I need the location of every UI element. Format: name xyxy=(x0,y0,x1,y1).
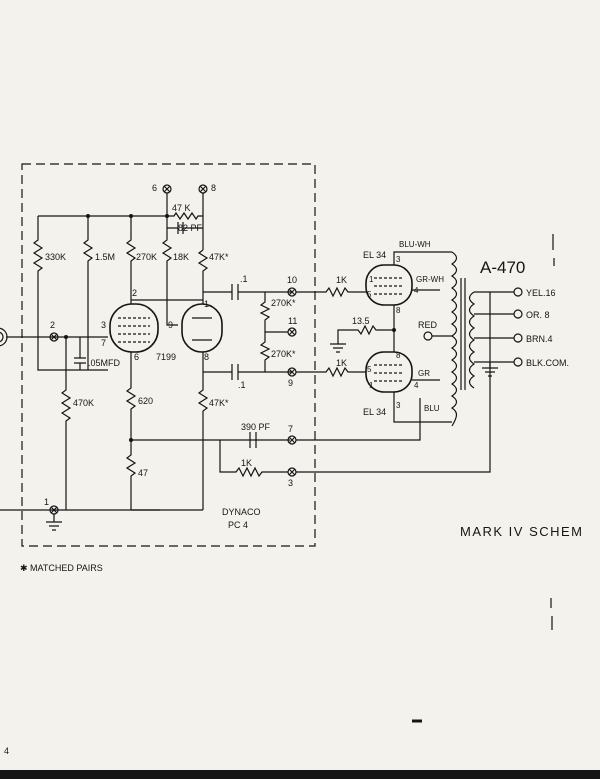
tube-pin-6: 6 xyxy=(134,352,139,362)
resistor-47k-star-bottom-label: 47K* xyxy=(209,398,229,408)
el34-top-pin-8: 8 xyxy=(396,306,401,315)
tube-pin-9: 9 xyxy=(168,320,173,330)
tube-7199-symbol xyxy=(109,303,223,353)
resistor-470k-label: 470K xyxy=(73,398,94,408)
resistor-1-5m-label: 1.5M xyxy=(95,252,115,262)
transformer-a470-label: A-470 xyxy=(480,258,525,277)
resistor-270k-star-bottom-label: 270K* xyxy=(271,349,296,359)
resistor-47k-top-label: 47 K xyxy=(172,203,191,213)
terminal-6 xyxy=(162,184,172,194)
wire-red-label: RED xyxy=(418,320,438,330)
terminal-6-label: 6 xyxy=(152,183,157,193)
wire-blu-label: BLU xyxy=(424,404,440,413)
resistor-47k-star-plate-label: 47K* xyxy=(209,252,229,262)
output-brn-label: BRN.4 xyxy=(526,334,553,344)
wire-blu-wh-label: BLU-WH xyxy=(399,240,431,249)
terminal-8-label: 8 xyxy=(211,183,216,193)
terminal-8 xyxy=(198,184,208,194)
terminal-11 xyxy=(287,327,297,337)
el34-top-label: EL 34 xyxy=(363,250,386,260)
el34-top-pin-1: 1 xyxy=(369,275,374,284)
terminal-7-label: 7 xyxy=(288,424,293,434)
terminal-10-label: 10 xyxy=(287,275,297,285)
resistor-13-5-label: 13.5 xyxy=(352,316,370,326)
terminal-2-label: 2 xyxy=(50,320,55,330)
terminal-9-label: 9 xyxy=(288,378,293,388)
schematic-title: MARK IV SCHEM xyxy=(460,524,584,539)
output-yel-label: YEL.16 xyxy=(526,288,556,298)
tube-pin-8: 8 xyxy=(204,352,209,362)
resistor-1k-bottom-label: 1K xyxy=(336,358,347,368)
board-id-label: PC 4 xyxy=(228,520,248,530)
terminal-3-label: 3 xyxy=(288,478,293,488)
tube-pin-1: 1 xyxy=(204,299,209,309)
resistor-620-label: 620 xyxy=(138,396,153,406)
el34-bottom-pin-5: 5 xyxy=(367,365,372,374)
terminal-1-label: 1 xyxy=(44,497,49,507)
tube-pin-3: 3 xyxy=(101,320,106,330)
capacitor-01-top-label: .1 xyxy=(240,274,248,284)
tube-pin-2: 2 xyxy=(132,288,137,298)
capacitor-390pf-label: 390 PF xyxy=(241,422,271,432)
capacitor-05mfd-label: .05MFD xyxy=(88,358,121,368)
el34-bottom-pin-8: 8 xyxy=(396,351,401,360)
terminal-1 xyxy=(46,505,62,531)
capacitor-01-bottom-label: .1 xyxy=(238,380,246,390)
matched-pairs-footnote: ✱ MATCHED PAIRS xyxy=(20,563,103,573)
resistor-47-label: 47 xyxy=(138,468,148,478)
wire-gr-label: GR xyxy=(418,369,430,378)
terminal-3 xyxy=(287,467,297,477)
el34-bottom-symbol xyxy=(365,351,413,393)
el34-bottom-pin-3: 3 xyxy=(396,401,401,410)
output-blk-label: BLK.COM. xyxy=(526,358,569,368)
pc4-board-outline xyxy=(21,163,316,547)
page-number: 4 xyxy=(4,746,9,756)
bottom-scan-edge xyxy=(0,770,600,779)
output-or-label: OR. 8 xyxy=(526,310,550,320)
resistor-330k-label: 330K xyxy=(45,252,66,262)
tube-pin-7: 7 xyxy=(101,338,106,348)
resistor-1k-top-label: 1K xyxy=(336,275,347,285)
el34-top-pin-5: 5 xyxy=(367,290,372,299)
wire-gr-wh-label: GR-WH xyxy=(416,275,444,284)
resistor-1k-feedback-label: 1K xyxy=(241,458,252,468)
board-name-label: DYNACO xyxy=(222,507,261,517)
terminal-2 xyxy=(49,332,59,342)
resistor-270k-star-top-label: 270K* xyxy=(271,298,296,308)
el34-top-pin-3: 3 xyxy=(396,255,401,264)
el34-bottom-label: EL 34 xyxy=(363,407,386,417)
output-transformer-symbol xyxy=(450,251,476,427)
el34-bottom-pin-1: 1 xyxy=(369,381,374,390)
resistor-270k-plate-label: 270K xyxy=(136,252,157,262)
input-jack-symbol xyxy=(0,327,8,347)
resistor-18k-label: 18K xyxy=(173,252,189,262)
capacitor-82pf-label: 82 PF xyxy=(178,223,203,233)
terminal-11-label: 11 xyxy=(288,316,297,326)
el34-bottom-pin-4: 4 xyxy=(414,381,419,390)
el34-top-symbol xyxy=(365,264,413,306)
tube-7199-label: 7199 xyxy=(156,352,176,362)
